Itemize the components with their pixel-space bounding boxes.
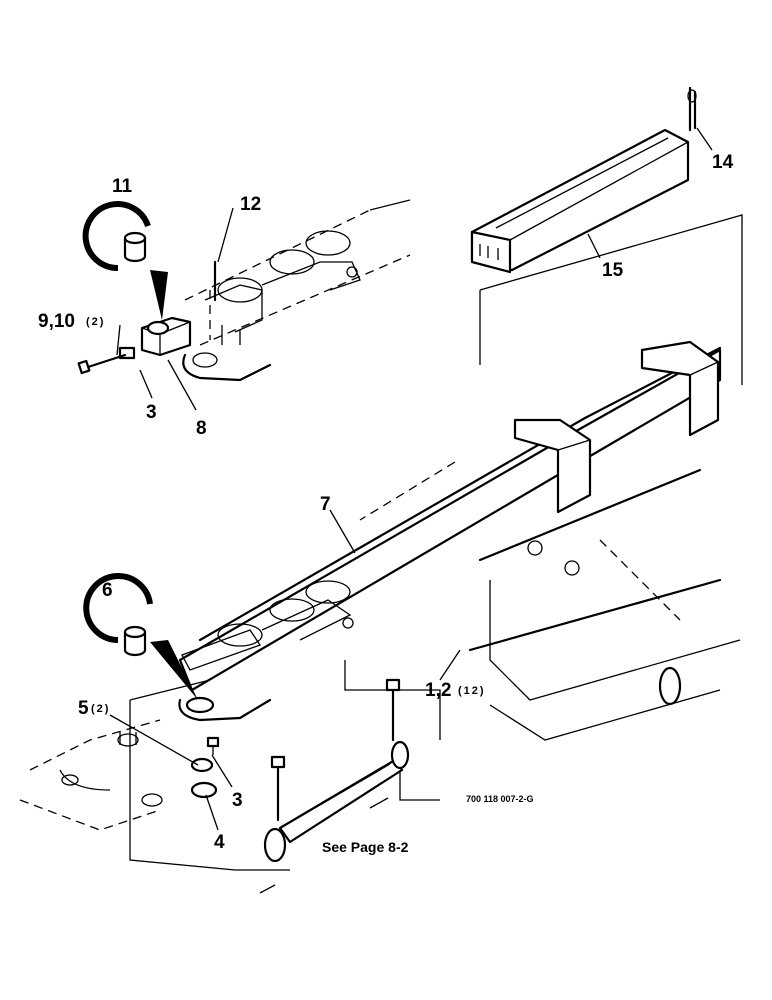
- callout-12: 12: [240, 194, 261, 215]
- frame: [468, 468, 741, 741]
- svg-text:(2): (2): [91, 703, 110, 715]
- pivot-block: [118, 316, 192, 360]
- callout-7: 7: [320, 494, 331, 515]
- callout-6: 6: [102, 580, 113, 601]
- guard-channel: [470, 86, 697, 274]
- beam-pivot-end: [178, 580, 354, 722]
- callout-1-2: 1,2 (12): [425, 680, 486, 701]
- svg-text:(2): (2): [86, 316, 105, 328]
- svg-text:1,2: 1,2: [425, 680, 451, 701]
- mount-bracket-left: [513, 418, 592, 514]
- alignment-line: [479, 214, 743, 385]
- hydraulic-cylinder: [235, 660, 441, 894]
- svg-text:15: 15: [602, 260, 624, 281]
- bolt: [77, 353, 127, 375]
- svg-text:3: 3: [146, 402, 157, 423]
- callout-9-10: 9,10 (2): [38, 311, 105, 332]
- hinge-frame: [19, 679, 236, 871]
- svg-text:12: 12: [240, 194, 261, 215]
- leader-lines: [109, 127, 713, 831]
- svg-text:9,10: 9,10: [38, 311, 75, 332]
- svg-text:7: 7: [320, 494, 331, 515]
- callout-3-lower: 3: [232, 790, 243, 811]
- svg-text:14: 14: [712, 152, 734, 173]
- svg-text:11: 11: [112, 176, 133, 197]
- pivot-pin-set: [190, 736, 220, 799]
- svg-text:8: 8: [196, 418, 207, 439]
- callout-4: 4: [214, 832, 225, 853]
- callout-13: 14: [712, 152, 734, 173]
- upper-beam-detail: [182, 199, 411, 382]
- callout-5: 5 (2): [78, 698, 110, 719]
- callout-8: 8: [196, 418, 207, 439]
- svg-text:6: 6: [102, 580, 113, 601]
- see-page-note: See Page 8-2: [322, 839, 409, 855]
- svg-text:4: 4: [214, 832, 225, 853]
- mount-bracket-right: [640, 340, 720, 437]
- drawing-number: 700 118 007-2-G: [466, 794, 534, 804]
- callout-14: 15: [602, 260, 624, 281]
- bushing-magnifier: [82, 201, 168, 320]
- svg-text:(12): (12): [458, 685, 486, 697]
- bushing-magnifier-lower: [83, 573, 198, 700]
- callout-3-upper: 3: [146, 402, 157, 423]
- svg-text:3: 3: [232, 790, 243, 811]
- callout-11: 11: [112, 176, 133, 197]
- svg-text:5: 5: [78, 698, 89, 719]
